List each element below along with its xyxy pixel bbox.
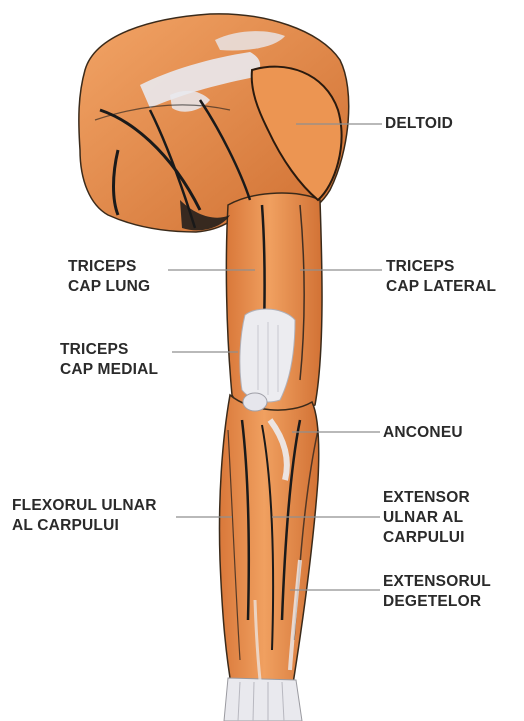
label-anconeus: ANCONEU bbox=[383, 423, 463, 443]
label-extensor-digitorum: EXTENSORUL DEGETELOR bbox=[383, 572, 491, 612]
label-extensor-carpi-ulnaris: EXTENSOR ULNAR AL CARPULUI bbox=[383, 488, 470, 548]
wrist-tendons bbox=[224, 678, 302, 721]
label-deltoid: DELTOID bbox=[385, 114, 453, 134]
label-flexor-carpi-ulnaris: FLEXORUL ULNAR AL CARPULUI bbox=[12, 496, 157, 536]
olecranon bbox=[243, 393, 267, 411]
label-triceps-long-head: TRICEPS CAP LUNG bbox=[68, 257, 150, 297]
forearm-muscles bbox=[219, 395, 318, 690]
label-triceps-lateral-head: TRICEPS CAP LATERAL bbox=[386, 257, 496, 297]
label-triceps-medial-head: TRICEPS CAP MEDIAL bbox=[60, 340, 158, 380]
